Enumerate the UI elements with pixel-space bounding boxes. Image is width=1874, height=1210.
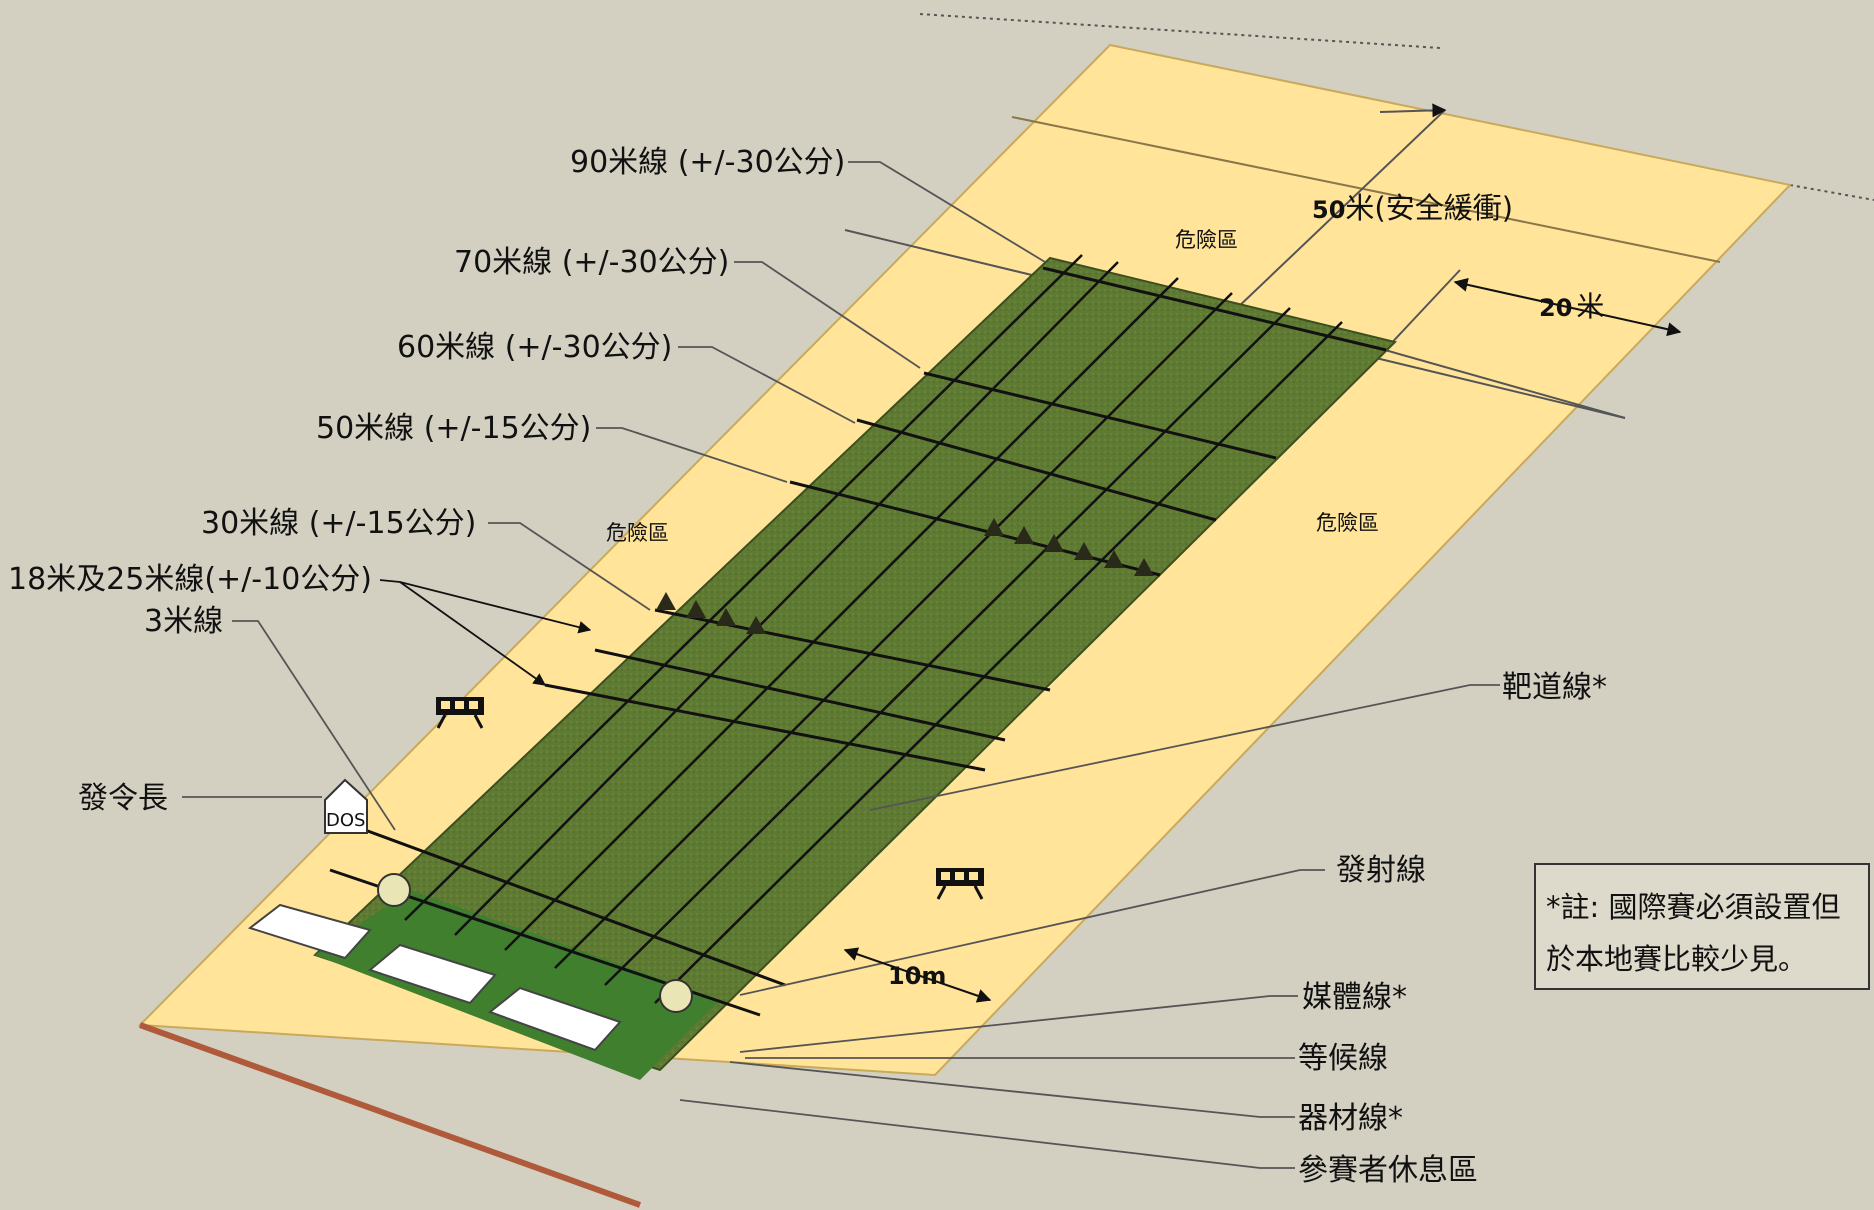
target xyxy=(746,616,766,634)
scoreboard-icon xyxy=(936,868,984,900)
target xyxy=(716,608,736,626)
label-danger-zone-left: 危險區 xyxy=(606,521,669,545)
label-20m-number: 20 xyxy=(1539,294,1572,322)
targets-50m xyxy=(984,518,1154,576)
label-safety-buffer: 50米(安全緩衝) xyxy=(1312,191,1513,225)
buffer-line-3 xyxy=(1384,349,1626,419)
line-60m xyxy=(856,418,1217,522)
line-50m xyxy=(789,480,1161,577)
label-safety-buffer-number: 50 xyxy=(1312,196,1345,224)
label-30m-line: 30米線 (+/-15公分) xyxy=(201,506,476,541)
line-3m xyxy=(364,828,786,987)
tents xyxy=(247,903,622,1052)
buffer-line-5 xyxy=(1234,109,1446,311)
label-director-of-shooting: 發令長 xyxy=(78,781,168,816)
boundary-dotted-right xyxy=(1789,184,1874,201)
line-18m xyxy=(544,683,986,772)
archery-field xyxy=(313,256,1397,1072)
label-90m-line: 90米線 (+/-30公分) xyxy=(570,145,845,180)
label-danger-zone-right: 危險區 xyxy=(1316,511,1379,535)
umbrella-icon xyxy=(659,979,693,1013)
lane-lines xyxy=(404,254,1343,1004)
label-media-line: 媒體線* xyxy=(1302,980,1407,1015)
label-danger-zone-top: 危險區 xyxy=(1175,228,1238,252)
scoreboard-icon xyxy=(436,697,484,729)
label-20m-unit: 米 xyxy=(1576,290,1604,323)
lane-line-6 xyxy=(654,321,1343,1004)
note-line-1: *註: 國際賽必須設置但 xyxy=(1546,890,1841,924)
right-leaders xyxy=(679,684,1500,1169)
dimension-markers xyxy=(843,277,1682,1003)
target xyxy=(1104,550,1124,568)
target xyxy=(686,600,706,618)
target xyxy=(984,518,1004,536)
label-10m: 10m xyxy=(888,962,946,990)
lane-line-3 xyxy=(504,277,1179,951)
tent xyxy=(487,986,622,1052)
boundary-dotted-top xyxy=(919,13,1441,49)
left-leaders xyxy=(182,161,1046,831)
dos-sign: DOS xyxy=(326,810,365,831)
label-18m-25m-line: 18米及25米線(+/-10公分) xyxy=(8,562,372,597)
buffer-line-6 xyxy=(1379,103,1447,118)
left-leaders-arrows xyxy=(379,579,592,686)
targets-30m xyxy=(656,592,766,634)
label-safety-buffer-text: 米(安全緩衝) xyxy=(1345,191,1513,225)
label-3m-line: 3米線 xyxy=(144,604,223,639)
lane-line-2 xyxy=(454,261,1119,936)
tent xyxy=(367,943,497,1005)
label-shooting-line: 發射線 xyxy=(1336,853,1426,888)
tent xyxy=(247,903,372,960)
target xyxy=(1074,542,1094,560)
label-waiting-line: 等候線 xyxy=(1298,1041,1388,1076)
lane-line-5 xyxy=(604,307,1291,986)
label-70m-line: 70米線 (+/-30公分) xyxy=(454,245,729,280)
label-rest-area: 參賽者休息區 xyxy=(1298,1153,1478,1188)
target xyxy=(1134,558,1154,576)
label-50m-line: 50米線 (+/-15公分) xyxy=(316,411,591,446)
note-box: *註: 國際賽必須設置但 於本地賽比較少見。 xyxy=(1534,863,1870,990)
target xyxy=(1044,534,1064,552)
rest-area-lawn xyxy=(315,890,720,1080)
label-60m-line: 60米線 (+/-30公分) xyxy=(397,330,672,365)
target xyxy=(1014,526,1034,544)
label-target-lane-line: 靶道線* xyxy=(1502,670,1607,705)
buffer-line-1 xyxy=(1011,116,1721,263)
buffer-bottom-edge xyxy=(138,1022,642,1208)
label-equipment-line: 器材線* xyxy=(1298,1101,1403,1136)
lane-line-1 xyxy=(404,254,1083,921)
dos-booth: DOS xyxy=(324,778,368,834)
note-line-2: 於本地賽比較少見。 xyxy=(1546,942,1808,976)
umbrella-icon xyxy=(377,873,411,907)
target xyxy=(656,592,676,610)
dim-10m xyxy=(843,947,992,1003)
dim-20m xyxy=(1453,277,1682,337)
lane-line-4 xyxy=(554,292,1233,969)
buffer-line-4 xyxy=(1384,269,1461,351)
